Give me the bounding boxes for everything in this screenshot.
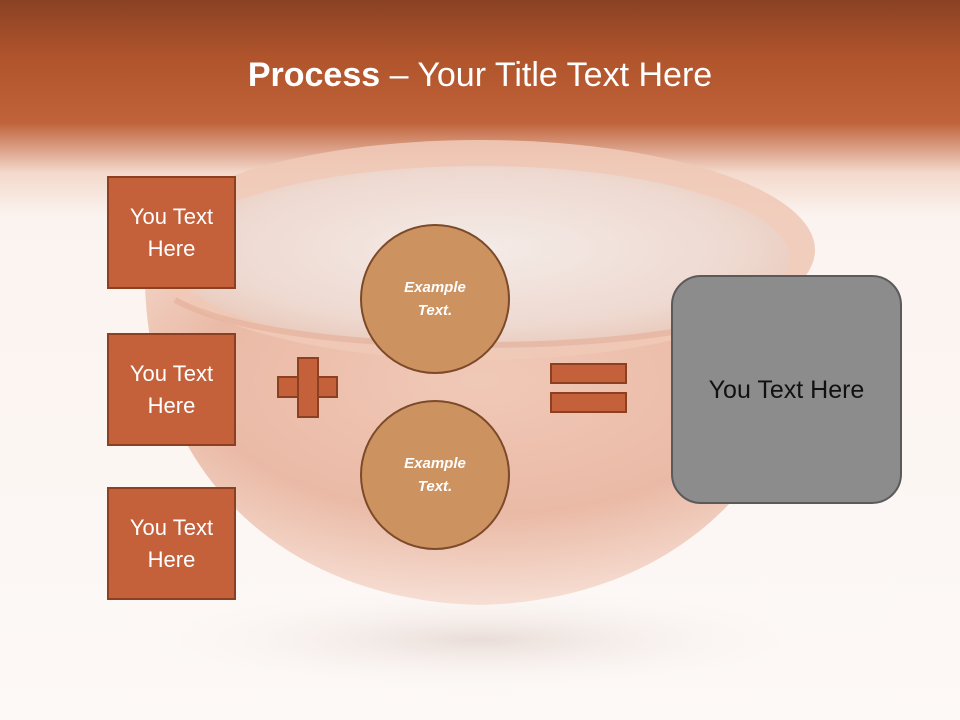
result-label: You Text Here [708, 375, 865, 404]
input-box-1[interactable]: You Text Here [107, 176, 236, 289]
example-circle-2[interactable]: Example Text. [360, 400, 510, 550]
example-circle-label: Example Text. [404, 279, 466, 319]
result-box[interactable]: You Text Here [671, 275, 902, 504]
example-circle-1[interactable]: Example Text. [360, 224, 510, 374]
title-rest: – Your Title Text Here [380, 56, 713, 94]
plus-center [299, 378, 317, 396]
input-box-label: You Text Here [129, 360, 214, 418]
slide-title: Process – Your Title Text Here [0, 52, 960, 98]
title-bold: Process [247, 56, 381, 94]
input-box-label: You Text Here [129, 203, 214, 261]
input-box-2[interactable]: You Text Here [107, 333, 236, 446]
equals-bar-top [550, 363, 627, 384]
equals-bar-bottom [550, 392, 627, 413]
example-circle-label: Example Text. [404, 455, 466, 495]
input-box-label: You Text Here [129, 514, 214, 572]
input-box-3[interactable]: You Text Here [107, 487, 236, 600]
